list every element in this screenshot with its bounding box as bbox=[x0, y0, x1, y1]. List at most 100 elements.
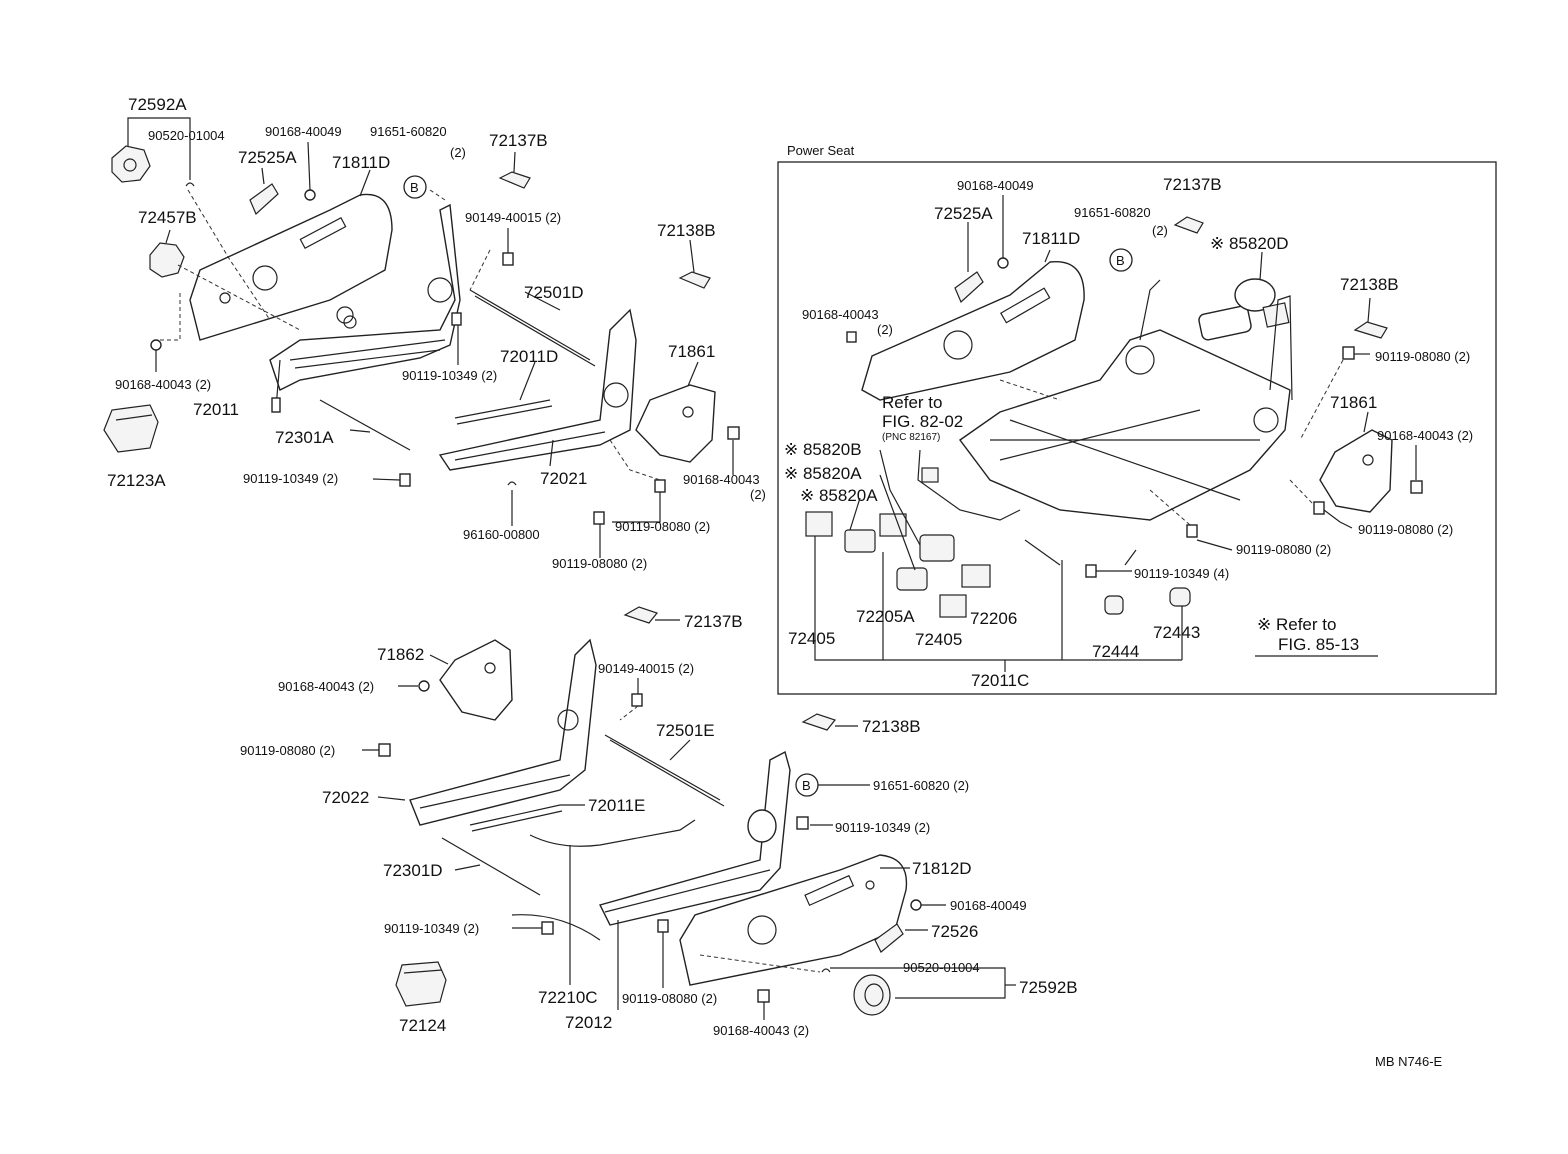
ps-seat-frame bbox=[959, 329, 1291, 521]
label-72457b: 72457B bbox=[138, 208, 197, 227]
bolt-90119-10349-lower bbox=[399, 473, 411, 487]
bot-label-72011e: 72011E bbox=[588, 796, 645, 815]
ps-label-85820a-2: ※ 85820A bbox=[800, 486, 878, 505]
ps-switch-72405-b bbox=[939, 594, 967, 618]
ps-switch-72205a bbox=[844, 529, 876, 553]
ps-frame-rail bbox=[999, 409, 1201, 461]
ps-wire-harness bbox=[917, 449, 1021, 521]
knob-hub bbox=[123, 158, 137, 172]
ps-label-85820b: ※ 85820B bbox=[784, 440, 862, 459]
bot-tab-72137b bbox=[623, 606, 659, 624]
bot-bracket-72592b bbox=[830, 967, 1006, 999]
label-96160-00800: 96160-00800 bbox=[463, 527, 540, 542]
rail-pivot bbox=[603, 382, 629, 408]
bolt-90119-10349 bbox=[451, 312, 462, 326]
frame-pivot-small bbox=[343, 315, 357, 329]
bot-cover-hole-small bbox=[865, 880, 875, 890]
label-71811d: 71811D bbox=[332, 153, 390, 172]
bot-label-71862: 71862 bbox=[377, 645, 424, 664]
knob-72457b bbox=[149, 242, 185, 278]
ps-leader-72138b bbox=[1367, 297, 1371, 323]
assembly-line bbox=[469, 249, 491, 291]
ps-motor-85820d bbox=[1198, 278, 1290, 341]
bot-cable-72301d bbox=[441, 837, 541, 896]
bot-rail-72012-inner bbox=[604, 869, 771, 913]
bolt-90119-08080-a bbox=[593, 511, 605, 525]
cap-edge bbox=[115, 414, 153, 421]
label-72301a: 72301A bbox=[275, 428, 334, 447]
ps-note-line-2: FIG. 85-13 bbox=[1278, 635, 1359, 654]
ps-refer-line-2: FIG. 82-02 bbox=[882, 412, 963, 431]
ps-label-90119-08080-d: 90119-08080 (2) bbox=[1236, 542, 1331, 557]
ps-leader-85820d bbox=[1259, 251, 1263, 281]
bar-72501d bbox=[469, 289, 591, 361]
ps-leader-90119-08080-d bbox=[1196, 539, 1233, 551]
bot-rail-inner bbox=[419, 774, 571, 809]
ps-bolt-90119-08080-c bbox=[1313, 501, 1325, 515]
bot-shield-71862 bbox=[439, 639, 513, 721]
bot-spring-72011e-edge bbox=[471, 810, 563, 832]
label-90119-10349-lower: 90119-10349 (2) bbox=[243, 471, 338, 486]
cover-72525a bbox=[249, 183, 279, 216]
bot-bolt-90168-40043 bbox=[418, 680, 430, 692]
cap-72123a bbox=[103, 404, 159, 453]
ps-label-72206: 72206 bbox=[970, 609, 1017, 628]
bot-label-72210c: 72210C bbox=[538, 988, 598, 1007]
cover-hole bbox=[252, 265, 278, 291]
marker-b-circle bbox=[403, 175, 427, 199]
ps-label-qty-2: (2) bbox=[1152, 223, 1168, 238]
bottom-assembly bbox=[362, 606, 1016, 1020]
bot-leader-71862 bbox=[429, 654, 449, 665]
ps-shield-71861 bbox=[1319, 429, 1393, 513]
bot-label-90168-40049: 90168-40049 bbox=[950, 898, 1027, 913]
bot-bolt-90119-10349-a bbox=[796, 816, 809, 830]
bot-leader-72301d bbox=[454, 864, 481, 871]
ps-leader-71861 bbox=[1363, 411, 1369, 433]
bolt-90168-40043 bbox=[150, 339, 162, 351]
ps-label-qty-2-b: (2) bbox=[877, 322, 893, 337]
ps-motor-85820a-b bbox=[896, 567, 928, 591]
label-90168-40043-c: 90168-40043 bbox=[683, 472, 760, 487]
leader-72011d bbox=[519, 361, 536, 401]
bot-label-72137b: 72137B bbox=[684, 612, 743, 631]
ps-side-cover-71811d bbox=[861, 260, 1085, 401]
bot-label-90168-40043: 90168-40043 (2) bbox=[278, 679, 374, 694]
drawing-code: MB N746-E bbox=[1375, 1054, 1443, 1069]
bot-knob-72592b bbox=[853, 974, 891, 1016]
bot-cover-slot bbox=[804, 874, 855, 907]
label-72525a: 72525A bbox=[238, 148, 297, 167]
ps-bolt-90119-08080 bbox=[1342, 346, 1355, 360]
leader-71811d bbox=[359, 169, 371, 197]
shield-hole bbox=[682, 406, 694, 418]
bot-label-72526: 72526 bbox=[931, 922, 978, 941]
ps-switch-72405-a bbox=[805, 511, 833, 537]
ps-label-90168-40043-b: 90168-40043 (2) bbox=[1377, 428, 1473, 443]
bolt-90168-40049 bbox=[304, 189, 316, 201]
bot-label-90168-40043-b: 90168-40043 (2) bbox=[713, 1023, 809, 1038]
ps-label-72443: 72443 bbox=[1153, 623, 1200, 642]
power-seat-panel: Power Seat bbox=[777, 143, 1497, 695]
ps-leader-90119-10349 bbox=[1124, 549, 1137, 566]
leader-72457b bbox=[165, 229, 171, 244]
labels: 72592A 90520-01004 90168-40049 91651-608… bbox=[107, 95, 1473, 1069]
ps-frame-pivot-rear bbox=[1253, 407, 1279, 433]
ps-label-90168-40043: 90168-40043 bbox=[802, 307, 879, 322]
bot-label-90119-08080-b: 90119-08080 (2) bbox=[622, 991, 717, 1006]
ps-label-72137b: 72137B bbox=[1163, 175, 1222, 194]
bot-bolt-90119-08080-b bbox=[657, 919, 669, 933]
ps-frame-pivot bbox=[1125, 345, 1155, 375]
rail-72021 bbox=[438, 308, 637, 471]
assembly-line bbox=[177, 264, 301, 331]
cover-slot bbox=[299, 216, 347, 250]
ps-cover-slot bbox=[1000, 287, 1051, 324]
ps-label-90119-10349: 90119-10349 (4) bbox=[1134, 566, 1229, 581]
frame-rail bbox=[289, 339, 446, 361]
bot-label-90520-01004: 90520-01004 bbox=[903, 960, 980, 975]
leader-72592a-bracket bbox=[127, 117, 191, 130]
bot-rail-pivot bbox=[557, 709, 579, 731]
leader-72501d bbox=[524, 291, 561, 311]
assembly-line bbox=[187, 189, 271, 321]
label-90119-08080-a: 90119-08080 (2) bbox=[552, 556, 647, 571]
bot-cap-72124 bbox=[395, 961, 447, 1007]
bot-label-71812d: 71812D bbox=[912, 859, 972, 878]
